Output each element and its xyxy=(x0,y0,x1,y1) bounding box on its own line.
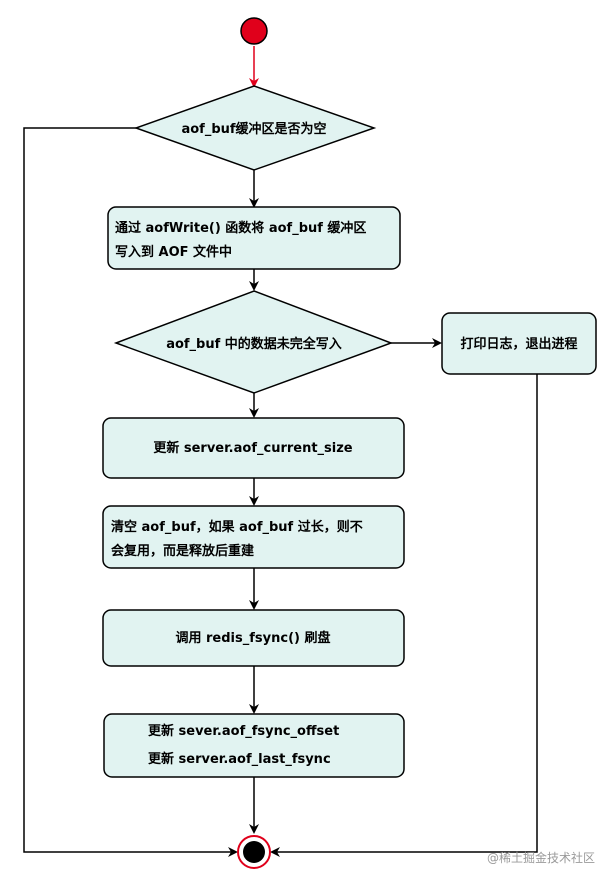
update-size-label: 更新 server.aof_current_size xyxy=(153,440,352,456)
update-offsets-line2: 更新 server.aof_last_fsync xyxy=(148,751,331,767)
fsync-process: 调用 redis_fsync() 刷盘 xyxy=(102,609,405,667)
log-exit-box xyxy=(441,312,597,375)
decision-buf-empty-label: aof_buf缓冲区是否为空 xyxy=(181,121,326,137)
decision-incomplete: aof_buf 中的数据未完全写入 xyxy=(113,290,394,394)
update-offsets-box xyxy=(103,713,405,778)
decision-incomplete-label: aof_buf 中的数据未完全写入 xyxy=(166,336,342,352)
clear-buf-box xyxy=(102,505,405,569)
end-node xyxy=(237,835,271,869)
fsync-label: 调用 redis_fsync() 刷盘 xyxy=(176,630,331,646)
log-exit-label: 打印日志，退出进程 xyxy=(460,336,577,352)
edges xyxy=(23,46,538,857)
end-node-core xyxy=(243,841,265,863)
clear-buf-line1: 清空 aof_buf，如果 aof_buf 过长，则不 xyxy=(111,519,363,535)
decision-buf-empty-shape xyxy=(133,85,377,171)
write-process: 通过 aofWrite() 函数将 aof_buf 缓冲区 写入到 AOF 文件… xyxy=(107,206,401,270)
edge-log-to-end xyxy=(270,374,538,857)
decision-buf-empty: aof_buf缓冲区是否为空 xyxy=(133,85,377,171)
update-offsets-process: 更新 sever.aof_fsync_offset 更新 server.aof_… xyxy=(103,713,405,778)
decision-incomplete-shape xyxy=(113,290,394,394)
write-process-box xyxy=(107,206,401,270)
start-node xyxy=(240,17,268,45)
update-size-process: 更新 server.aof_current_size xyxy=(102,417,405,479)
log-exit-process: 打印日志，退出进程 xyxy=(441,312,597,375)
fsync-box xyxy=(102,609,405,667)
clear-buf-process: 清空 aof_buf，如果 aof_buf 过长，则不 会复用，而是释放后重建 xyxy=(102,505,405,569)
clear-buf-line2: 会复用，而是释放后重建 xyxy=(111,543,254,559)
edge-decision-empty-to-end xyxy=(23,127,238,857)
update-offsets-line1: 更新 sever.aof_fsync_offset xyxy=(148,723,339,739)
write-process-line2: 写入到 AOF 文件中 xyxy=(115,244,232,260)
update-size-box xyxy=(102,417,405,479)
watermark: @稀土掘金技术社区 xyxy=(487,850,595,865)
write-process-line1: 通过 aofWrite() 函数将 aof_buf 缓冲区 xyxy=(115,220,366,236)
